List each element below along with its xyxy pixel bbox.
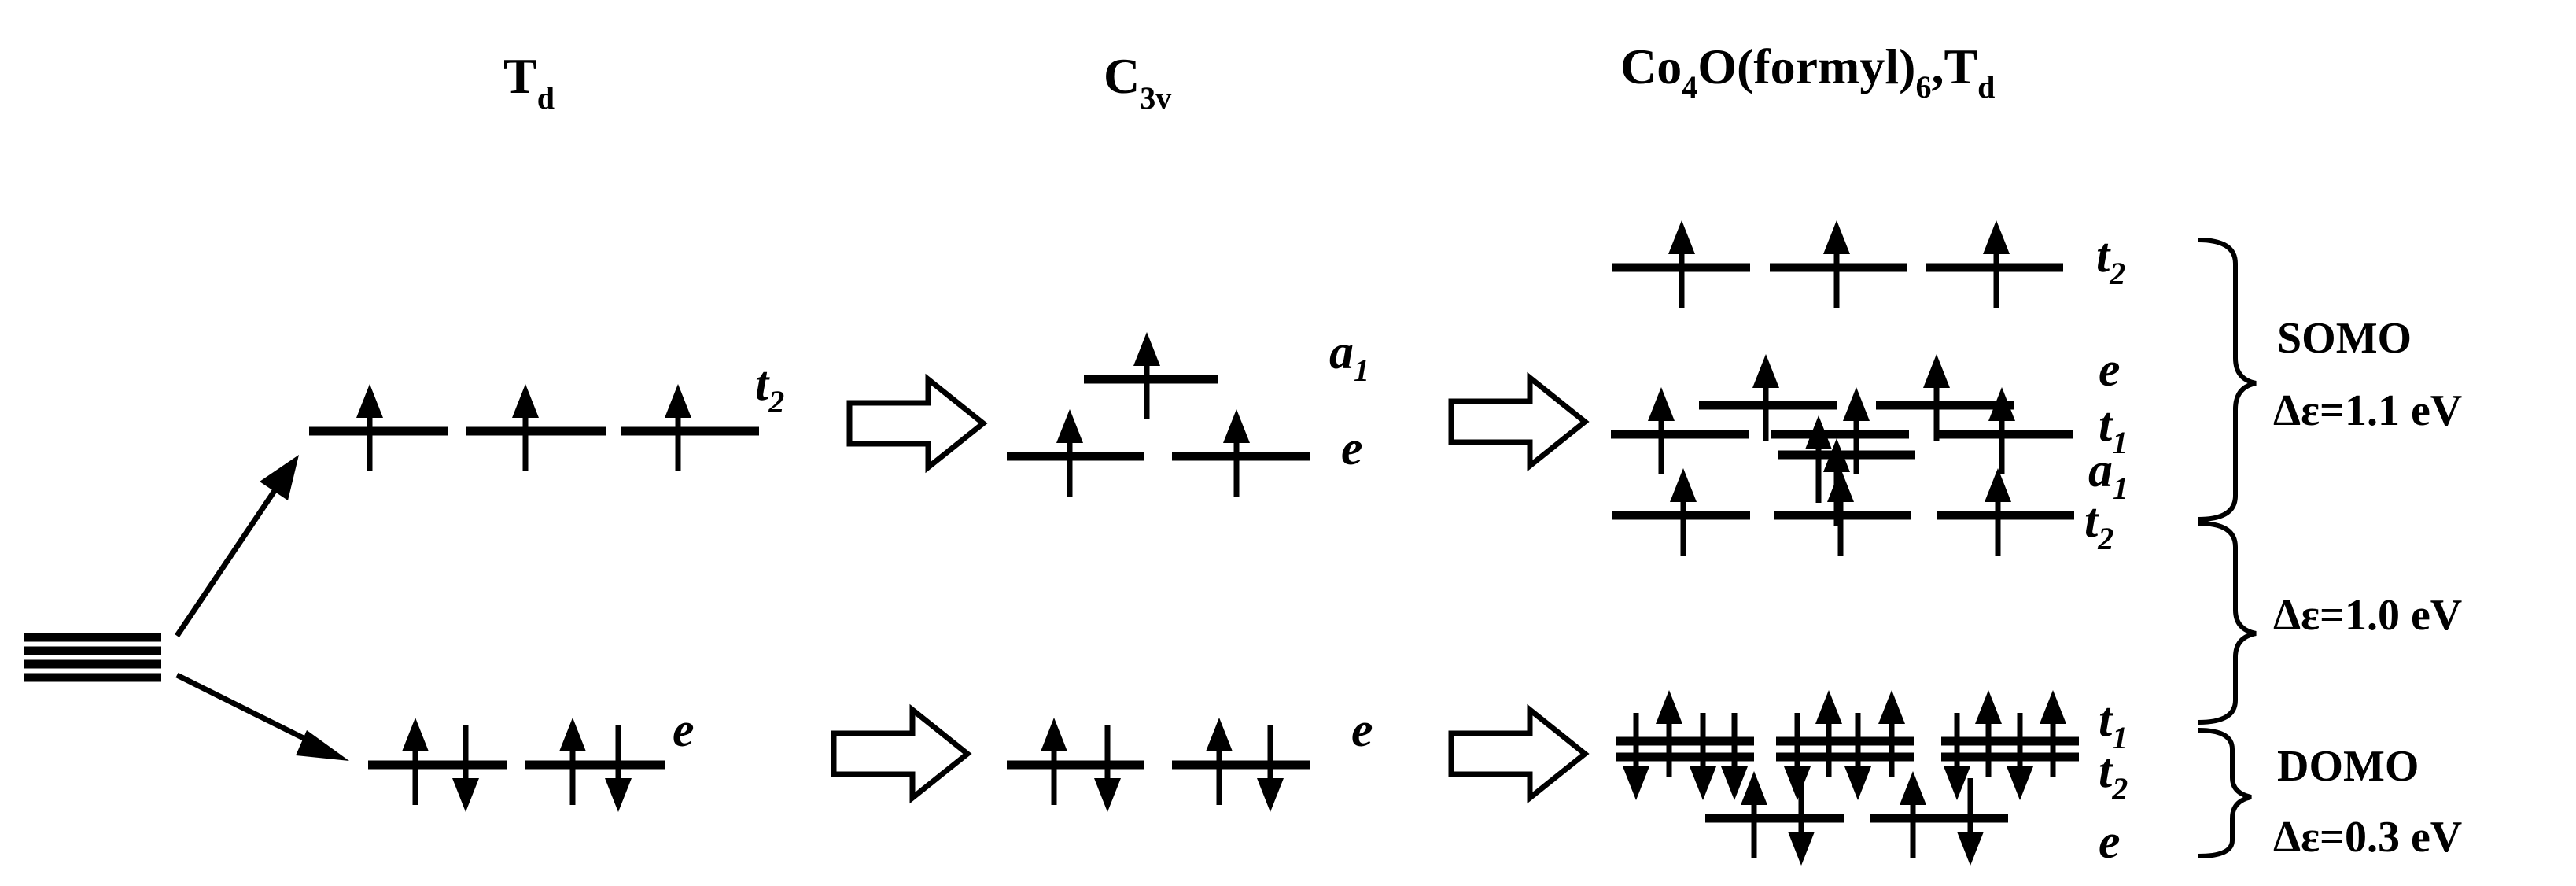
arrow-td-to-c3v-upper [849, 379, 983, 467]
co-domo-cluster [1616, 690, 2079, 866]
split-arrow-up [175, 455, 299, 637]
td-e-levels [368, 718, 665, 812]
label-co-t2-top: t2 [2096, 229, 2125, 291]
annot-mid-gap: Δε=1.0 eV [2273, 591, 2462, 640]
brace-somo [2198, 238, 2257, 522]
label-co-t2-mid: t2 [2084, 494, 2113, 556]
label-co-t1-low: t1 [2099, 693, 2128, 755]
label-co-t2-low: t2 [2099, 744, 2128, 807]
label-co-e-mid: e [2099, 343, 2121, 397]
label-co-t1-mid: t1 [2099, 398, 2128, 460]
arrow-c3v-to-co-lower [1451, 710, 1585, 798]
split-arrow-down [175, 672, 349, 761]
annot-somo-gap: Δε=1.1 eV [2273, 386, 2462, 435]
c3v-lower-levels [1007, 718, 1310, 812]
arrow-td-to-c3v-lower [834, 710, 967, 798]
label-c3v-a1: a1 [1329, 326, 1369, 388]
label-td-e: e [673, 703, 695, 757]
co-t2-top-levels [1612, 220, 2063, 308]
title-td: Td [503, 48, 555, 116]
brace-domo [2198, 728, 2252, 858]
title-co4o: Co4O(formyl)6,Td [1620, 39, 1995, 105]
label-td-t2: t2 [755, 357, 784, 419]
label-c3v-e-lower: e [1351, 703, 1373, 757]
degenerate-levels [24, 633, 161, 682]
annot-domo: DOMO [2277, 742, 2419, 791]
brace-mid [2198, 521, 2257, 725]
title-c3v: C3v [1104, 48, 1171, 116]
label-co-a1-mid: a1 [2088, 444, 2128, 506]
label-c3v-e-upper: e [1341, 422, 1363, 475]
annot-domo-gap: Δε=0.3 eV [2273, 813, 2462, 862]
c3v-upper-levels [1007, 332, 1310, 497]
co-somo-cluster [1611, 354, 2074, 556]
label-co-e-low: e [2099, 815, 2121, 869]
annot-somo: SOMO [2277, 314, 2412, 363]
td-t2-levels [309, 384, 759, 471]
arrow-c3v-to-co-upper [1451, 378, 1585, 466]
